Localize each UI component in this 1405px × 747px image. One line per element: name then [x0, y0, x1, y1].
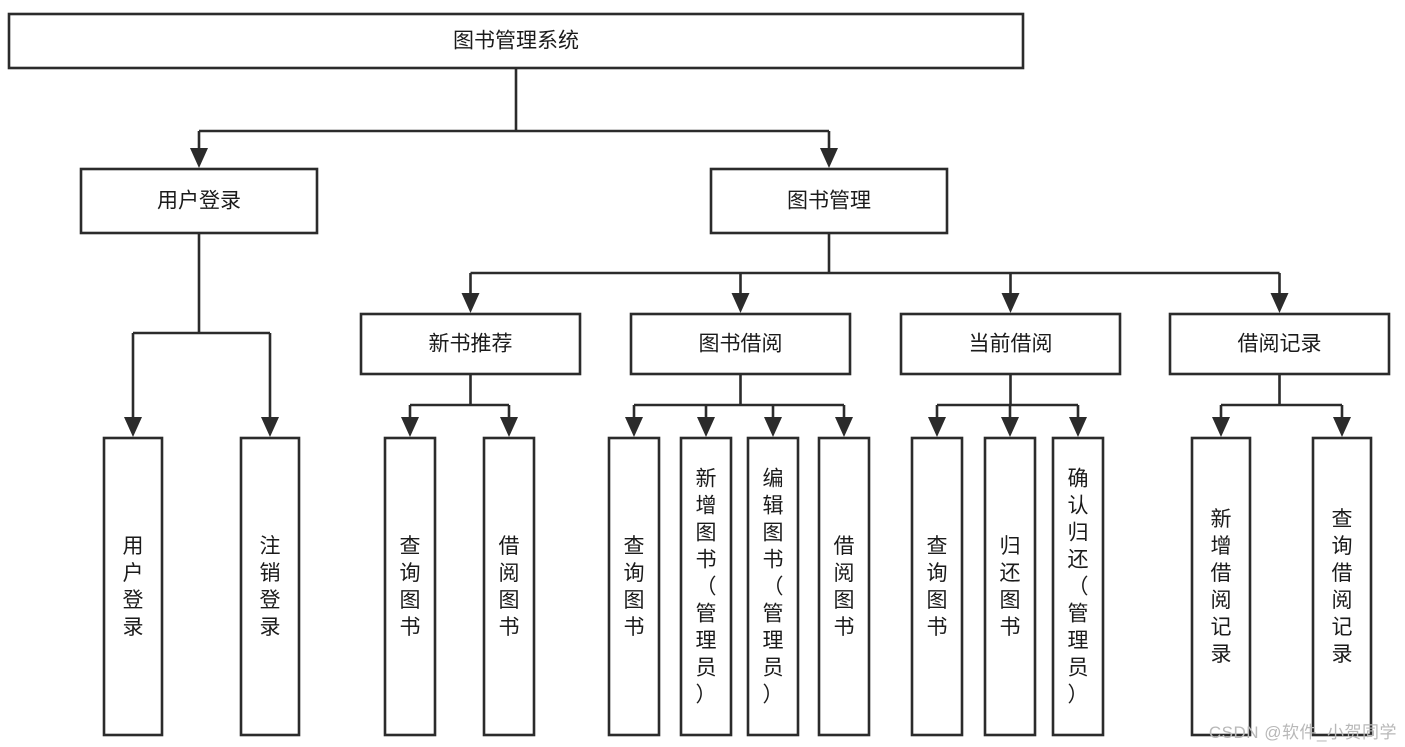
node-box-book-borrow[interactable]: [629, 312, 852, 376]
node-leaf-query-book-recommend[interactable]: 查询图书: [383, 436, 437, 737]
node-label-root: 图书管理系统: [453, 30, 579, 53]
connector-userlogin-to-leaves: [124, 233, 279, 437]
node-box-borrow-records[interactable]: [1168, 312, 1391, 376]
connector-bookmgmt-to-level2: [461, 233, 1289, 313]
node-leaf-logout-login[interactable]: 注销登录: [239, 436, 301, 737]
node-box-leaf-borrow-book[interactable]: [817, 436, 871, 737]
node-label-leaf-query-book-borrow: 查询图书: [624, 535, 645, 639]
node-label-book-management: 图书管理: [787, 190, 871, 213]
node-label-leaf-borrow-book: 借阅图书: [834, 535, 855, 639]
node-box-book-management[interactable]: [709, 167, 949, 235]
node-box-user-login[interactable]: [79, 167, 319, 235]
node-leaf-add-book-admin[interactable]: 新增图书（管理员）: [679, 436, 733, 737]
node-box-leaf-add-borrow-record[interactable]: [1190, 436, 1252, 737]
node-label-leaf-edit-book-admin: 编辑图书（管理员）: [763, 467, 784, 706]
node-leaf-borrow-book[interactable]: 借阅图书: [817, 436, 871, 737]
node-label-leaf-query-book-current: 查询图书: [927, 535, 948, 639]
connector-borrow-to-leaves: [625, 374, 853, 437]
connector-current-to-leaves: [928, 374, 1087, 437]
node-leaf-confirm-return-admin[interactable]: 确认归还（管理员）: [1051, 436, 1105, 737]
node-box-current-borrow[interactable]: [899, 312, 1122, 376]
node-label-leaf-return-book: 归还图书: [1000, 535, 1021, 639]
node-new-book-recommend[interactable]: 新书推荐: [359, 312, 582, 376]
connector-recommend-to-leaves: [401, 374, 518, 437]
node-box-leaf-query-book-current[interactable]: [910, 436, 964, 737]
node-book-borrow[interactable]: 图书借阅: [629, 312, 852, 376]
node-leaf-borrow-book-recommend[interactable]: 借阅图书: [482, 436, 536, 737]
connector-records-to-leaves: [1212, 374, 1351, 437]
node-book-management[interactable]: 图书管理: [709, 167, 949, 235]
node-label-leaf-borrow-book-recommend: 借阅图书: [499, 535, 520, 639]
node-label-leaf-confirm-return-admin: 确认归还（管理员）: [1068, 467, 1089, 706]
node-user-login[interactable]: 用户登录: [79, 167, 319, 235]
node-label-leaf-user-login: 用户登录: [123, 535, 144, 639]
node-current-borrow[interactable]: 当前借阅: [899, 312, 1122, 376]
node-label-current-borrow: 当前借阅: [969, 333, 1053, 356]
watermark-label: CSDN @软件_小贺同学: [1208, 723, 1397, 742]
node-leaf-edit-book-admin[interactable]: 编辑图书（管理员）: [746, 436, 800, 737]
node-box-leaf-confirm-return-admin[interactable]: [1051, 436, 1105, 737]
node-leaf-query-book-current[interactable]: 查询图书: [910, 436, 964, 737]
node-label-new-book-recommend: 新书推荐: [429, 333, 513, 356]
node-label-leaf-add-book-admin: 新增图书（管理员）: [696, 467, 717, 706]
node-label-leaf-query-borrow-record: 查询借阅记录: [1332, 508, 1353, 666]
node-box-leaf-user-login[interactable]: [102, 436, 164, 737]
node-box-root[interactable]: [7, 12, 1025, 70]
node-box-leaf-edit-book-admin[interactable]: [746, 436, 800, 737]
node-leaf-user-login[interactable]: 用户登录: [102, 436, 164, 737]
node-borrow-records[interactable]: 借阅记录: [1168, 312, 1391, 376]
node-leaf-add-borrow-record[interactable]: 新增借阅记录: [1190, 436, 1252, 737]
node-root[interactable]: 图书管理系统: [7, 12, 1025, 70]
node-box-leaf-logout-login[interactable]: [239, 436, 301, 737]
node-leaf-return-book[interactable]: 归还图书: [983, 436, 1037, 737]
node-label-borrow-records: 借阅记录: [1238, 333, 1322, 356]
node-leaf-query-borrow-record[interactable]: 查询借阅记录: [1311, 436, 1373, 737]
node-box-new-book-recommend[interactable]: [359, 312, 582, 376]
node-label-leaf-add-borrow-record: 新增借阅记录: [1211, 508, 1232, 666]
node-label-leaf-query-book-recommend: 查询图书: [400, 535, 421, 639]
node-layer: 图书管理系统用户登录图书管理新书推荐图书借阅当前借阅借阅记录用户登录注销登录查询…: [7, 12, 1391, 737]
node-box-leaf-add-book-admin[interactable]: [679, 436, 733, 737]
node-box-leaf-borrow-book-recommend[interactable]: [482, 436, 536, 737]
node-label-leaf-logout-login: 注销登录: [260, 535, 281, 639]
connector-layer: [124, 68, 1351, 437]
node-label-book-borrow: 图书借阅: [699, 333, 783, 356]
node-box-leaf-query-book-recommend[interactable]: [383, 436, 437, 737]
node-leaf-query-book-borrow[interactable]: 查询图书: [607, 436, 661, 737]
connector-root-to-level1: [190, 68, 838, 168]
node-label-user-login: 用户登录: [157, 190, 241, 213]
node-box-leaf-query-book-borrow[interactable]: [607, 436, 661, 737]
node-box-leaf-return-book[interactable]: [983, 436, 1037, 737]
node-box-leaf-query-borrow-record[interactable]: [1311, 436, 1373, 737]
